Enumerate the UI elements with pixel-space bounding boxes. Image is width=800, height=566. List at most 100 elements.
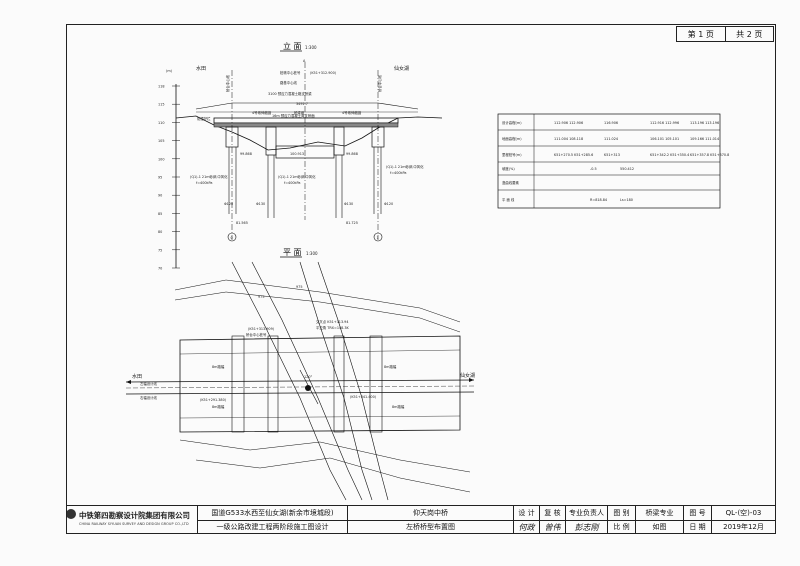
road-grade: 路基中心线	[280, 80, 298, 85]
elev-length: 3100 预应力混凝土箱支桥梁	[268, 91, 312, 96]
plan-deg: 120°	[304, 375, 312, 379]
bottom-right: 81.725	[346, 221, 358, 225]
project-line-2: 一级公路改建工程两阶段施工图设计	[197, 520, 347, 534]
pier-tag-2: 8m路幅	[384, 364, 397, 369]
drawing-name-2: 左桥桥型布置图	[347, 520, 513, 534]
bearing-left: 4号墩伸缩缝	[252, 110, 272, 115]
title-block: 中铁第四勘察设计院集团有限公司 CHINA RAILWAY SIYUAN SUR…	[67, 505, 775, 534]
table-cell: K51+270.5 K51+285.6	[554, 153, 593, 157]
table-row-label: 坡度(%)	[502, 166, 515, 171]
table-cell: 111.004 108.118	[554, 137, 583, 141]
pier-tag-1: 8m路幅	[212, 364, 225, 369]
table-cell: R=818.84	[590, 198, 607, 202]
axis-tick-label: 75	[158, 248, 162, 252]
plan-title: 平 面	[283, 248, 302, 257]
table-row-label: 竖曲线要素	[502, 180, 520, 185]
pier-label: 桥梁墩	[294, 110, 305, 115]
company-name: 中铁第四勘察设计院集团有限公司	[79, 511, 190, 520]
axis-tick-label: 110	[158, 121, 164, 125]
axis-tick-label: 90	[158, 194, 162, 198]
table-cell: 113.196 113.196	[690, 121, 719, 125]
pile-2: Φ130	[256, 202, 265, 206]
bottom-left: 81.565	[236, 221, 248, 225]
axis-tick-label: 105	[158, 139, 164, 143]
pier-tag-3: 8m路幅	[392, 404, 405, 409]
axis-tick-label: 70	[158, 267, 162, 271]
date-value: 2019年12月	[711, 520, 775, 534]
elev-right-label: 仙女湖	[394, 65, 409, 72]
page-current: 第 1 页	[687, 29, 714, 39]
cline-left: 0	[231, 236, 233, 240]
plan-scale: 1:300	[306, 251, 318, 256]
bearing-right: 4号墩伸缩缝	[342, 110, 362, 115]
axis-unit: (m)	[166, 69, 173, 73]
axis-tick-label: 100	[158, 157, 164, 161]
elevation-title: 立 面	[283, 41, 302, 51]
level-c1: 100.913	[290, 152, 304, 156]
elevation-view: 立 面 1:300 (m) 11811511010510095908580757…	[158, 41, 443, 271]
right-abutment-label: 桥台中心线	[377, 74, 382, 92]
table-cell: 111.024	[604, 137, 618, 141]
table-cell: K51+357.8 K51+370.8	[690, 153, 729, 157]
company-cell: 中铁第四勘察设计院集团有限公司 CHINA RAILWAY SIYUAN SUR…	[67, 506, 197, 534]
num-value: QL-(空)-03	[711, 506, 775, 520]
date-label: 日 期	[683, 520, 711, 534]
lead-label: 专业负责人	[565, 506, 607, 520]
dim-2: 975	[296, 285, 302, 289]
pt-bottom-left: (K51+291.380)	[200, 398, 227, 402]
guard-label: 防撞护栏	[197, 116, 211, 121]
elev-left-label: 水田	[196, 65, 206, 72]
level-l1: 99.868	[240, 152, 252, 156]
company-logo-icon	[67, 509, 76, 519]
drawing-frame	[66, 24, 776, 534]
center-design: 桩墩中心桩号	[280, 70, 301, 75]
pt-bottom-right: (K51+341.400)	[350, 395, 377, 399]
pile-1: Φ120	[224, 202, 233, 206]
deck-note: 16m 预应力混凝土简支桥面	[272, 113, 315, 118]
axis-tick-label: 85	[158, 212, 162, 216]
soil-right: (Q1)-1 21m砂卵,中风化	[386, 164, 424, 169]
left-abutment-label: 桥台中心线	[225, 74, 230, 92]
note-a: 交叉点 K51+313.94	[316, 319, 349, 324]
plan-right: 仙女湖	[460, 372, 475, 379]
table-cell: K51+342.2 K51+350.4	[650, 153, 689, 157]
elevation-scale: 1:300	[305, 45, 317, 50]
table-cell: -0.5	[590, 167, 597, 171]
table-row-label: 里程桩号(m)	[502, 152, 522, 157]
elev-note: (K51+312.900)	[310, 71, 337, 75]
review-signature: 曾伟	[539, 520, 565, 534]
title-block-divider	[197, 520, 775, 521]
road-label-1: 左幅设计线	[140, 381, 158, 386]
scale-value: 如图	[635, 520, 683, 534]
road-label-2: 右幅设计线	[140, 395, 158, 400]
num-label: 图 号	[683, 506, 711, 520]
pile-3: Φ130	[344, 202, 353, 206]
soil-center: (Q1)-1 21m砂卵,中风化	[278, 174, 316, 179]
drawing-name-1: 仰天岗中桥	[347, 506, 513, 520]
axis-tick-label: 118	[158, 85, 164, 89]
review-label: 复 核	[539, 506, 565, 520]
plan-left: 水田	[132, 373, 142, 380]
soil-left-2: f=400kPa	[196, 181, 212, 185]
pier-tag-4: 8m路幅	[212, 404, 225, 409]
table-cell: 550.412	[620, 167, 634, 171]
table-cell: Ls=180	[620, 198, 633, 202]
page-counter: 第 1 页 共 2 页	[676, 26, 774, 42]
pt-left: (K51+313.909)	[248, 327, 275, 331]
center-mark: A	[303, 59, 306, 63]
design-label: 设 计	[513, 506, 539, 520]
axis-tick-label: 115	[158, 103, 164, 107]
table-cell: K51+313	[604, 153, 620, 157]
dim-1: 975	[258, 295, 264, 299]
table-cell: 109.166 111.014	[690, 137, 719, 141]
page-total: 共 2 页	[724, 27, 774, 41]
axis-tick-label: 80	[158, 230, 162, 234]
note-b: 平交角 TRX=148.3K	[316, 325, 350, 330]
table-cell: 106.101 105.101	[650, 137, 679, 141]
type-value: 桥梁专业	[635, 506, 683, 520]
